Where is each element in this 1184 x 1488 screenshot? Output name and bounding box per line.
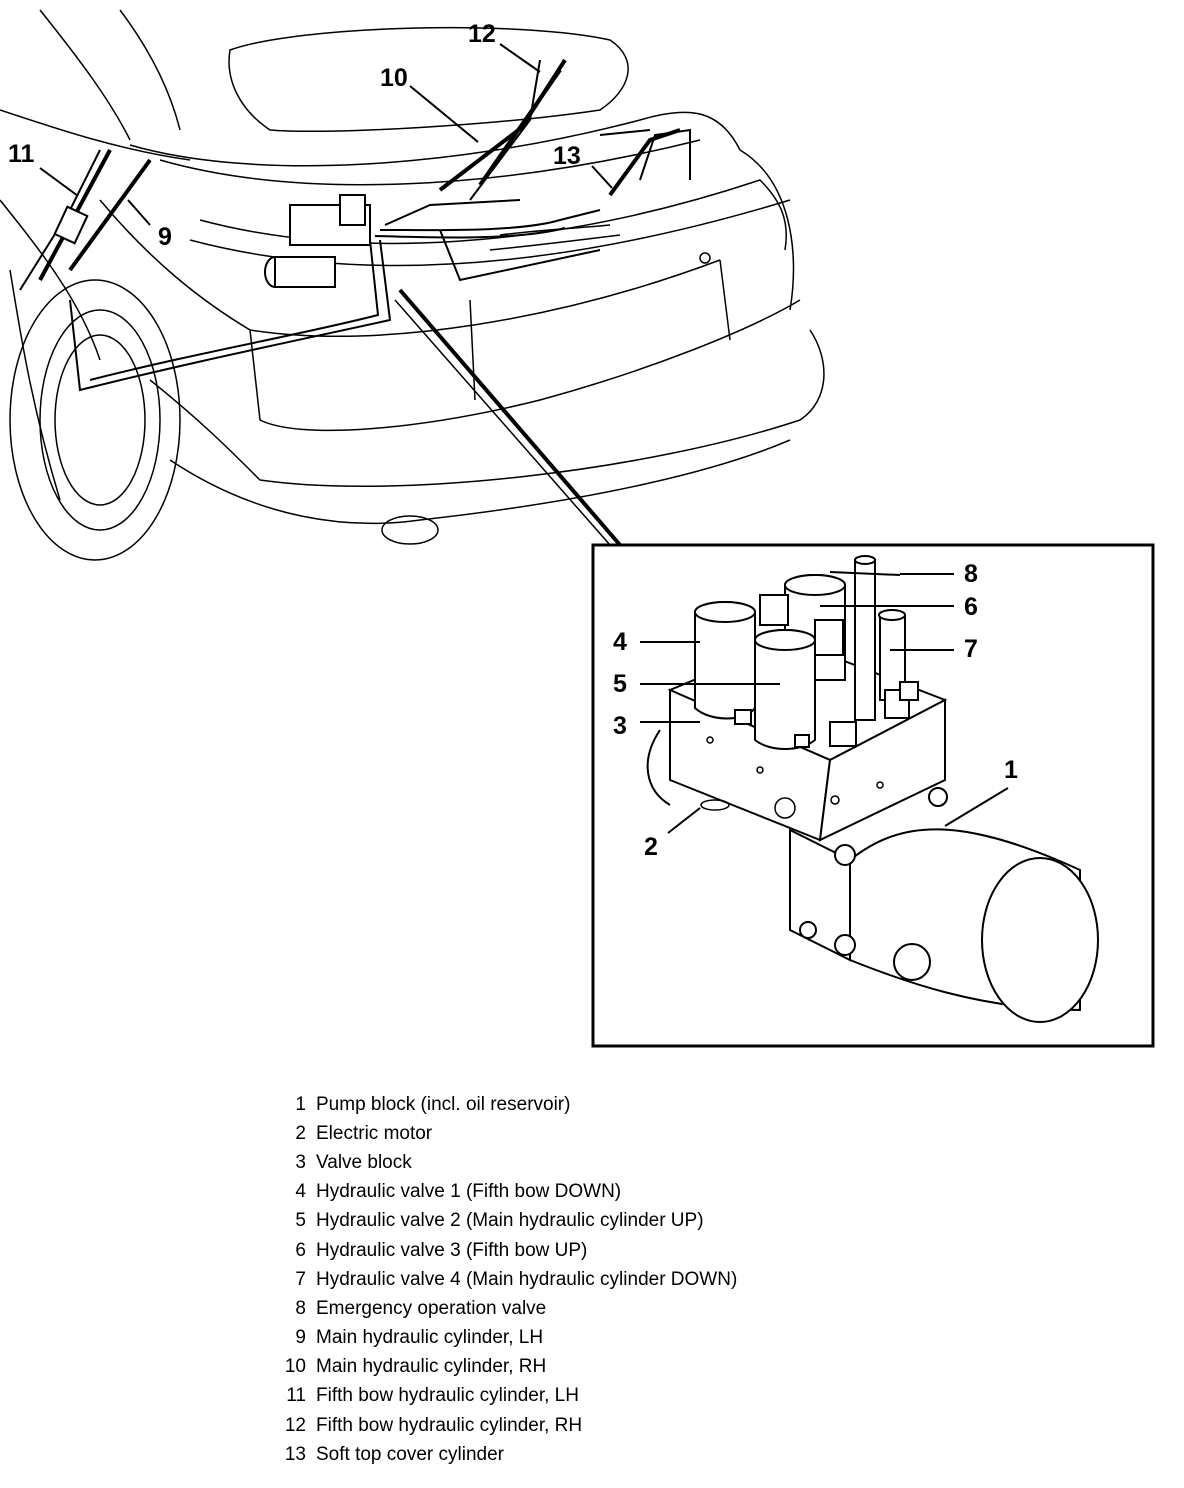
pump-on-car — [264, 194, 371, 288]
legend-item: 3 Valve block — [272, 1148, 912, 1177]
parts-legend: 1 Pump block (incl. oil reservoir) 2 Elect… — [272, 1090, 912, 1469]
legend-label: Fifth bow hydraulic cylinder, LH — [316, 1385, 579, 1407]
legend-number: 2 — [295, 1122, 306, 1144]
legend-item: 2 Electric motor — [272, 1119, 912, 1148]
legend-number: 7 — [295, 1268, 306, 1290]
legend-label: Main hydraulic cylinder, RH — [316, 1356, 547, 1378]
pump-detail-inset — [591, 543, 1155, 1048]
callout-13: 13 — [553, 142, 581, 170]
legend-label: Pump block (incl. oil reservoir) — [316, 1093, 571, 1115]
inset-leader — [398, 288, 622, 547]
legend-label: Hydraulic valve 1 (Fifth bow DOWN) — [316, 1181, 622, 1203]
legend-number: 11 — [286, 1385, 306, 1407]
legend-label: Soft top cover cylinder — [316, 1443, 504, 1465]
callout-7: 7 — [964, 635, 978, 663]
car-body — [0, 9, 825, 561]
legend-item: 7 Hydraulic valve 4 (Main hydraulic cylin… — [272, 1265, 912, 1294]
callout-numbers: 12 10 13 11 9 8 6 4 7 5 3 1 2 — [8, 20, 1018, 861]
legend-number: 3 — [295, 1151, 306, 1173]
callout-4: 4 — [613, 628, 627, 656]
callout-10: 10 — [380, 64, 408, 92]
legend-label: Hydraulic valve 2 (Main hydraulic cylind… — [316, 1210, 704, 1232]
legend-number: 13 — [284, 1443, 306, 1465]
legend-item: 6 Hydraulic valve 3 (Fifth bow UP) — [272, 1236, 912, 1265]
legend-label: Main hydraulic cylinder, LH — [316, 1327, 544, 1349]
legend-label: Valve block — [316, 1151, 412, 1173]
legend-item: 1 Pump block (incl. oil reservoir) — [272, 1090, 912, 1119]
legend-number: 1 — [295, 1093, 306, 1115]
legend-number: 5 — [295, 1210, 306, 1232]
legend-number: 6 — [295, 1239, 306, 1261]
legend-number: 9 — [295, 1327, 306, 1349]
legend-number: 12 — [284, 1414, 306, 1436]
legend-label: Hydraulic valve 3 (Fifth bow UP) — [316, 1239, 588, 1261]
callout-8: 8 — [964, 560, 978, 588]
callout-9: 9 — [158, 223, 172, 251]
legend-number: 4 — [295, 1181, 306, 1203]
legend-item: 8 Emergency operation valve — [272, 1294, 912, 1323]
legend-label: Emergency operation valve — [316, 1297, 547, 1319]
callout-3: 3 — [613, 712, 627, 740]
callout-11: 11 — [8, 140, 35, 168]
legend-item: 11 Fifth bow hydraulic cylinder, LH — [272, 1382, 912, 1411]
callout-2: 2 — [644, 833, 658, 861]
legend-item: 12 Fifth bow hydraulic cylinder, RH — [272, 1411, 912, 1440]
legend-number: 8 — [295, 1297, 306, 1319]
legend-item: 9 Main hydraulic cylinder, LH — [272, 1324, 912, 1353]
callout-5: 5 — [613, 670, 627, 698]
legend-label: Electric motor — [316, 1122, 433, 1144]
legend-label: Hydraulic valve 4 (Main hydraulic cylind… — [316, 1268, 738, 1290]
legend-number: 10 — [284, 1356, 306, 1378]
legend-item: 10 Main hydraulic cylinder, RH — [272, 1353, 912, 1382]
legend-item: 4 Hydraulic valve 1 (Fifth bow DOWN) — [272, 1178, 912, 1207]
legend-item: 13 Soft top cover cylinder — [272, 1440, 912, 1469]
hydraulic-system-drawing: 12 10 13 11 9 8 6 4 7 5 3 1 2 — [0, 9, 1155, 1048]
callout-leaders — [39, 43, 1009, 834]
legend-label: Fifth bow hydraulic cylinder, RH — [316, 1414, 583, 1436]
callout-12: 12 — [468, 20, 496, 48]
callout-6: 6 — [964, 593, 978, 621]
hydraulic-lines — [19, 58, 691, 392]
callout-1: 1 — [1004, 756, 1018, 784]
legend-item: 5 Hydraulic valve 2 (Main hydraulic cylin… — [272, 1207, 912, 1236]
